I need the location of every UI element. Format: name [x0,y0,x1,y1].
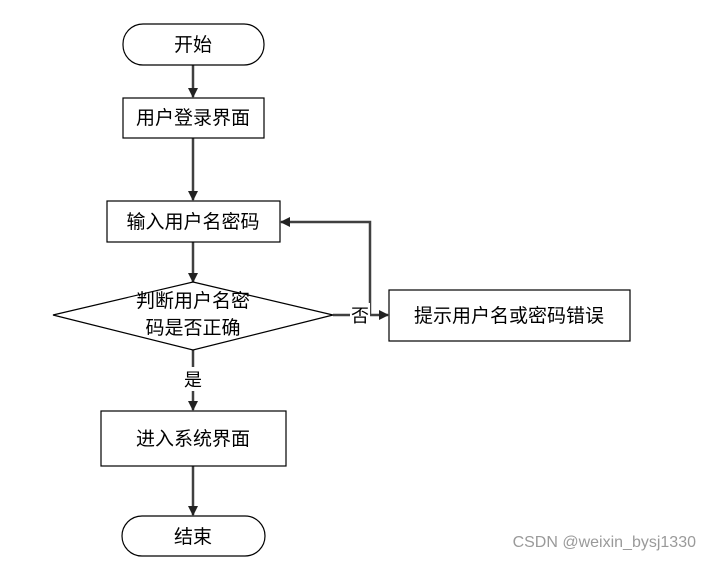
login-page-node [122,97,265,139]
check-credentials-label-line1: 判断用户名密 [136,290,250,312]
end-node [121,515,266,557]
no-label-background [350,303,370,327]
start-node [122,23,265,66]
check-credentials-label-line2: 码是否正确 [145,317,240,339]
yes-label-background [182,367,204,391]
arrow-error-loop-back [280,217,372,315]
check-credentials-decision [52,281,334,351]
input-credentials-node [106,200,281,243]
yes-label: 是 [184,370,202,391]
enter-system-label: 进入系统界面 [136,428,250,450]
start-node-label: 开始 [174,34,212,56]
error-prompt-label: 提示用户名或密码错误 [414,305,604,327]
csdn-watermark: CSDN @weixin_bysj1330 [512,534,696,551]
input-credentials-label: 输入用户名密码 [126,211,259,233]
error-prompt-node [388,289,631,342]
no-label: 否 [351,306,369,327]
end-node-label: 结束 [174,526,212,548]
enter-system-node [100,410,287,467]
login-page-label: 用户登录界面 [136,107,250,129]
